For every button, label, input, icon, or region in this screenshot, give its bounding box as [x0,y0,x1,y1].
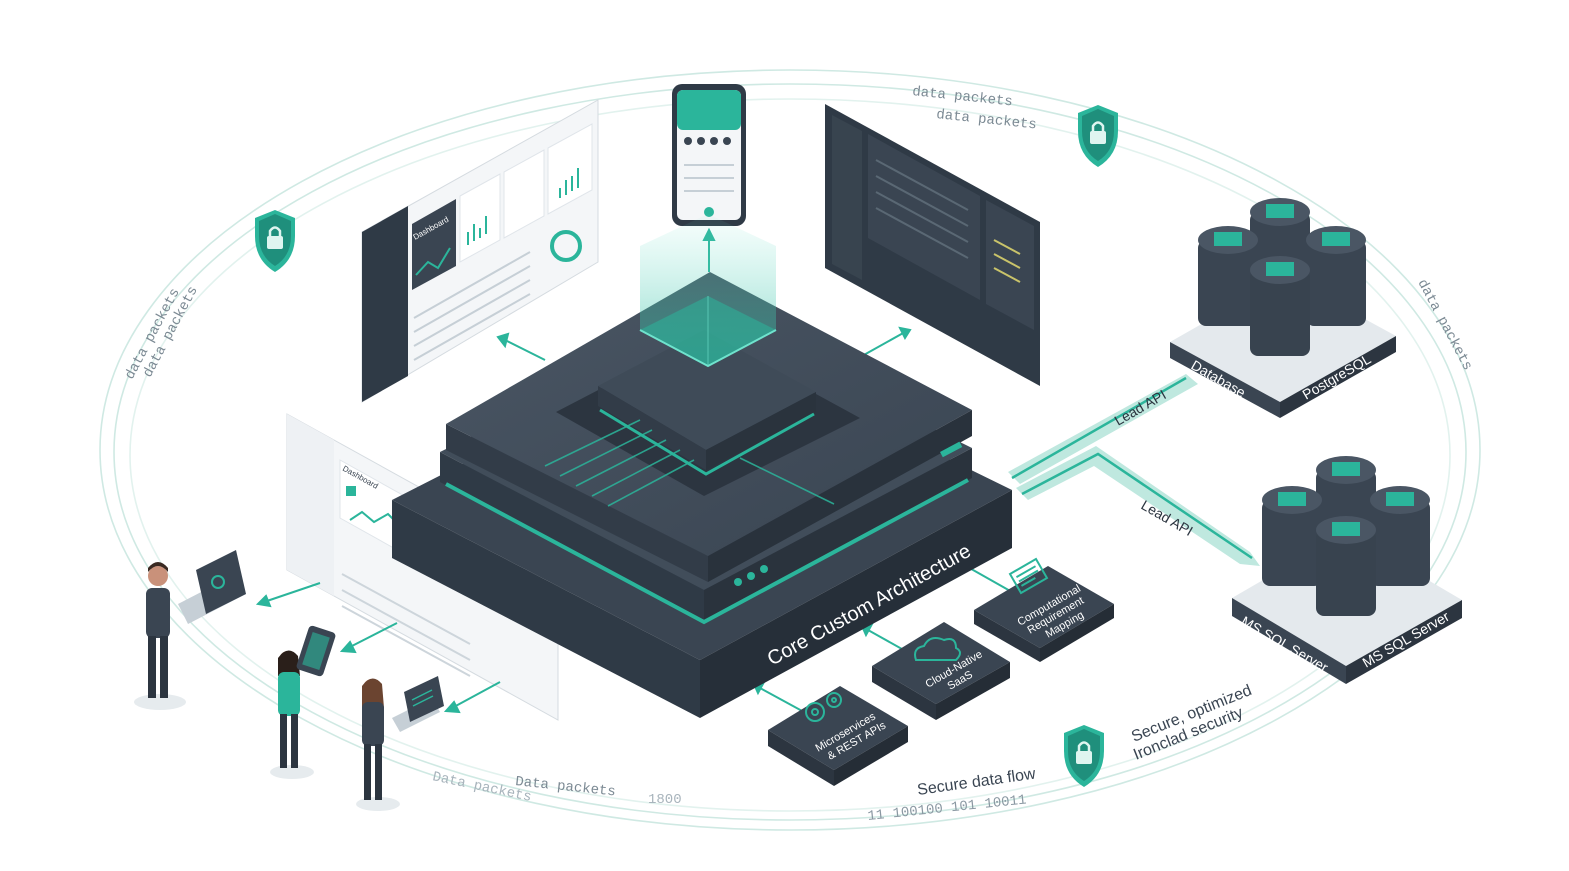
database-cluster-mssql: MS SQL Server MS SQL Server [1232,456,1462,684]
ring-label-bits: 1800 [648,792,682,808]
module-cloud-saas: Cloud-Native SaaS [872,622,1010,720]
person-with-laptop-2 [356,676,444,811]
dashboard-screen-top: Dashboard [362,100,598,402]
db-stack [1306,226,1366,326]
person-with-tablet [270,625,336,779]
db-stack [1198,226,1258,326]
ring-label-top-2: data packets [935,107,1037,133]
shield-icon [255,210,295,272]
db-stack [1250,256,1310,356]
lead-api-upper: Lead API [1112,386,1169,428]
api-pipes: Lead API Lead API [1008,374,1260,566]
shield-icon [1078,105,1118,167]
module-computational: Computational Requirement Mapping [974,559,1114,662]
db-stack [1262,486,1322,586]
mobile-app-screen [672,84,746,226]
db-stack [1370,486,1430,586]
dark-console-screen [825,104,1040,386]
db-stack [1316,516,1376,616]
person-with-laptop [134,550,246,710]
module-microservices: Microservices & REST APIs [768,686,908,786]
database-cluster-postgresql: Database PostgreSQL [1170,198,1396,418]
